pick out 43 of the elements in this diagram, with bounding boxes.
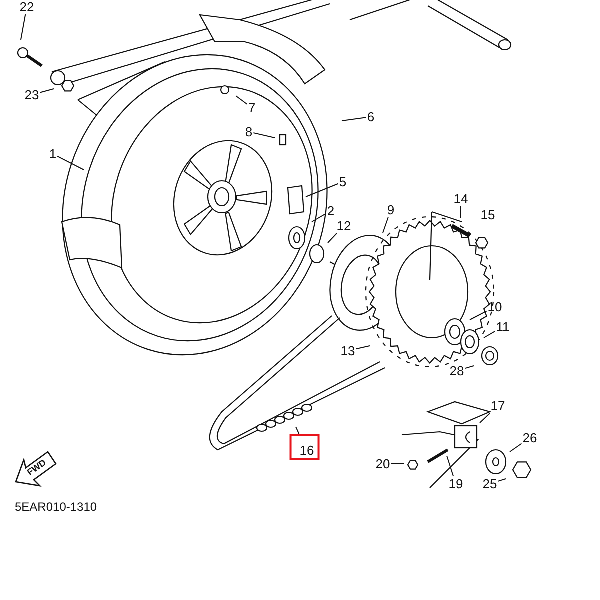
leader-line <box>498 478 506 482</box>
callout-number: 13 <box>340 344 356 358</box>
callout-number: 17 <box>490 398 506 414</box>
callout-number: 8 <box>244 124 254 140</box>
callout-number: 12 <box>336 218 352 234</box>
leader-line <box>20 14 26 40</box>
leader-line <box>342 117 367 122</box>
leader-line <box>312 213 327 222</box>
callout-number: 15 <box>480 208 496 222</box>
callout-number: 11 <box>495 320 511 334</box>
callout-number: 19 <box>448 476 464 492</box>
leader-line <box>510 443 522 452</box>
callout-number: 5 <box>338 174 348 190</box>
leader-line <box>306 183 339 198</box>
callout-number: 26 <box>522 430 538 446</box>
leader-line <box>356 346 370 350</box>
highlight-box: 16 <box>290 434 320 460</box>
callout-number: 2 <box>326 204 336 218</box>
callout-number: 6 <box>366 110 376 124</box>
leader-line <box>470 310 488 320</box>
leader-line <box>446 456 454 477</box>
leader-line <box>57 156 84 170</box>
leader-line <box>480 413 491 424</box>
callout-number: 1 <box>48 146 58 162</box>
leader-line <box>328 233 338 244</box>
callout-number: 14 <box>452 192 470 206</box>
callout-number: 7 <box>247 100 257 116</box>
leader-line <box>40 88 54 94</box>
leader-line <box>236 96 248 106</box>
leader-line <box>460 206 462 218</box>
callout-number: 9 <box>386 202 396 218</box>
leader-line <box>464 366 474 370</box>
callout-number: 20 <box>374 456 392 472</box>
callout-number: 23 <box>24 88 40 102</box>
leader-line <box>382 217 389 234</box>
part-code: 5EAR010-1310 <box>15 500 98 514</box>
leader-line <box>484 330 496 338</box>
callout-number: 10 <box>486 300 504 314</box>
callout-number: 28 <box>448 364 466 378</box>
callout-number: 25 <box>482 476 498 492</box>
callout-number: 22 <box>18 0 36 14</box>
leader-line <box>253 132 276 138</box>
leader-line <box>296 426 300 434</box>
